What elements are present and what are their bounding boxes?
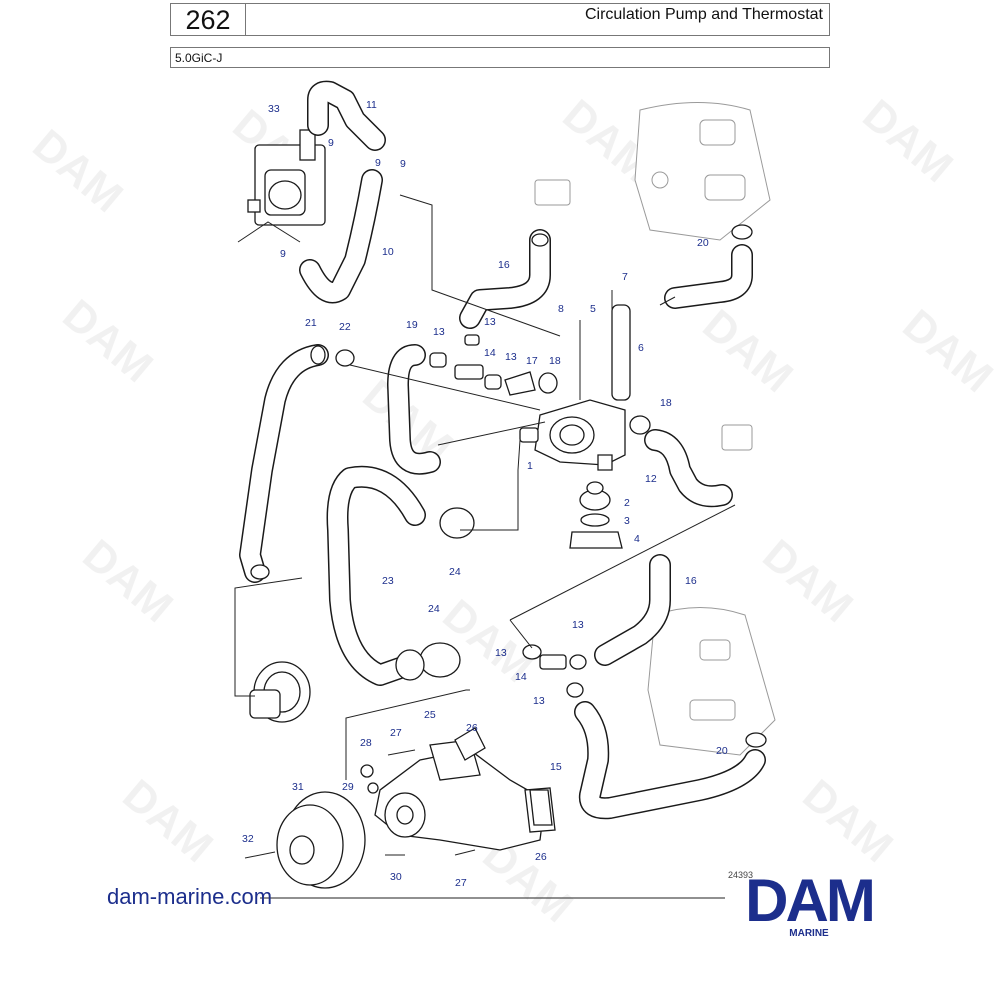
page-title: Circulation Pump and Thermostat: [584, 6, 823, 23]
clamp-24-upper: [439, 507, 475, 539]
svg-text:DAM: DAM: [694, 300, 802, 402]
logo-text: DAM: [745, 867, 876, 934]
callout-13: 13: [433, 326, 445, 338]
callout-21: 21: [305, 317, 317, 329]
svg-text:DAM: DAM: [794, 770, 902, 872]
callout-14: 14: [484, 347, 496, 359]
callout-1: 1: [527, 460, 533, 472]
callout-14: 14: [515, 671, 527, 683]
svg-text:DAM: DAM: [754, 530, 862, 632]
svg-text:DAM: DAM: [54, 290, 162, 392]
dam-marine-logo: DAM MARINE: [718, 867, 900, 946]
callout-26: 26: [466, 722, 478, 734]
callout-15: 15: [550, 761, 562, 773]
logo-subtext: MARINE: [789, 928, 829, 939]
callout-16: 16: [498, 259, 510, 271]
sensor-upper: [534, 179, 571, 206]
engine-model: 5.0GiC-J: [175, 51, 223, 65]
stud-27-lower: [454, 849, 476, 856]
bracket-6: [611, 304, 631, 401]
svg-text:DAM: DAM: [114, 770, 222, 872]
callout-2: 2: [624, 497, 630, 509]
callout-13: 13: [533, 695, 545, 707]
callout-8: 8: [558, 303, 564, 315]
callout-4: 4: [634, 533, 640, 545]
exhaust-manifold-upper: [634, 102, 771, 241]
cooler-assembly-33: [247, 129, 326, 226]
hose-end-23: [395, 649, 425, 681]
callout-31: 31: [292, 781, 304, 793]
bolt-32: [244, 851, 276, 859]
callout-13: 13: [505, 351, 517, 363]
callout-9: 9: [328, 137, 334, 149]
callout-11: 11: [366, 99, 377, 111]
page-number: 262: [185, 5, 231, 35]
callout-16: 16: [685, 575, 697, 587]
diagram-ref-code: 24393: [728, 870, 754, 880]
nut-28: [360, 764, 374, 778]
callout-3: 3: [624, 515, 630, 527]
callout-6: 6: [638, 342, 644, 354]
callout-26: 26: [535, 851, 547, 863]
nut-29: [367, 782, 379, 794]
callout-33: 33: [268, 103, 280, 115]
callout-18: 18: [660, 397, 672, 409]
callout-12: 12: [645, 473, 657, 485]
callout-20: 20: [697, 237, 709, 249]
callout-13: 13: [495, 647, 507, 659]
page-number-box: 262: [170, 3, 246, 36]
svg-text:DAM: DAM: [74, 530, 182, 632]
callout-13: 13: [572, 619, 584, 631]
clamp-24-lower: [419, 642, 461, 678]
callout-27: 27: [390, 727, 402, 739]
callout-28: 28: [360, 737, 372, 749]
callout-32: 32: [242, 833, 254, 845]
callout-30: 30: [390, 871, 402, 883]
fittings-lower: [522, 644, 587, 698]
exhaust-manifold-lower: [647, 607, 776, 756]
seal-ring-3: [580, 513, 610, 527]
hoses: [239, 80, 767, 820]
gasket-26-lower: [529, 789, 553, 826]
model-box: 5.0GiC-J: [170, 47, 830, 68]
callout-20: 20: [716, 745, 728, 757]
gasket-4: [569, 531, 623, 549]
callout-7: 7: [622, 271, 628, 283]
callout-18: 18: [549, 355, 561, 367]
fittings-upper: [335, 334, 651, 435]
callout-17: 17: [526, 355, 538, 367]
callout-labels: 33 11 9 9 9 9 10 16 20 7 8 5 6 21 22 19 …: [242, 99, 728, 889]
svg-text:DAM: DAM: [854, 90, 962, 192]
callout-9: 9: [280, 248, 286, 260]
svg-text:DAM: DAM: [894, 300, 1000, 402]
stud-27-upper: [387, 749, 416, 756]
thermostat-2: [579, 481, 611, 511]
callout-5: 5: [590, 303, 596, 315]
title-box: Circulation Pump and Thermostat: [245, 3, 830, 36]
sensor-lower: [721, 424, 753, 451]
callout-9: 9: [400, 158, 406, 170]
callout-9: 9: [375, 157, 381, 169]
callout-29: 29: [342, 781, 354, 793]
svg-text:DAM: DAM: [24, 120, 132, 222]
gasket-26-upper: [454, 727, 486, 761]
website-link[interactable]: dam-marine.com: [107, 884, 273, 909]
thermostat-housing-1: [519, 399, 626, 471]
callout-24: 24: [428, 603, 440, 615]
callout-10: 10: [382, 246, 394, 258]
callout-13: 13: [484, 316, 496, 328]
leader-lines: [234, 194, 736, 899]
pulley-31: [276, 791, 366, 889]
pump-assembly-small: [249, 661, 311, 723]
callout-27: 27: [455, 877, 467, 889]
callout-24: 24: [449, 566, 461, 578]
callout-25: 25: [424, 709, 436, 721]
callout-23: 23: [382, 575, 394, 587]
callout-19: 19: [406, 319, 418, 331]
callout-22: 22: [339, 321, 351, 333]
